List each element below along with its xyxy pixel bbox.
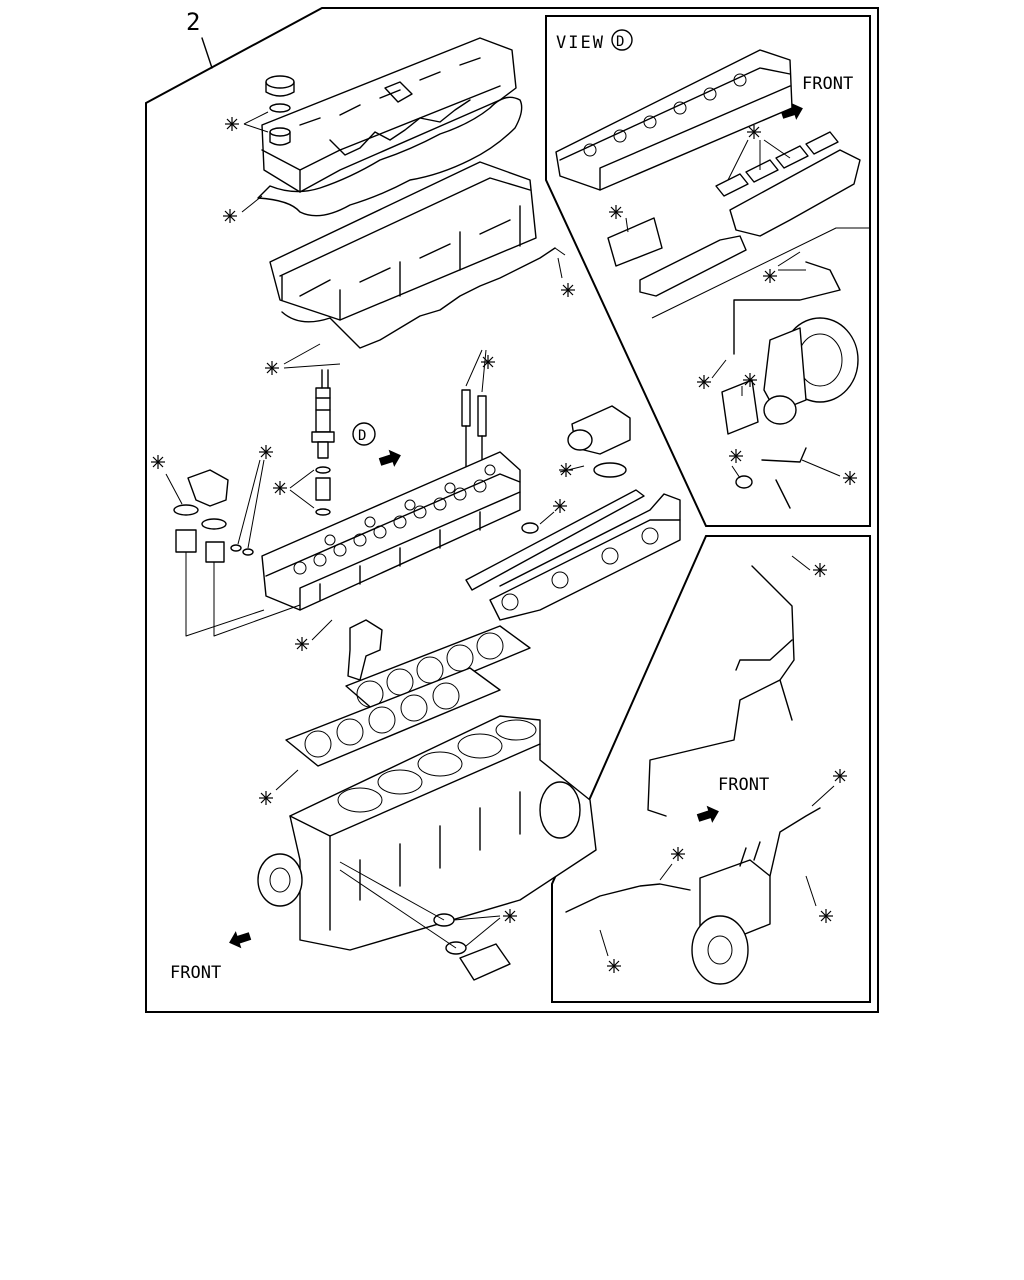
oil-filler-cap xyxy=(265,75,295,146)
water-outlet xyxy=(347,619,383,681)
turbocharger xyxy=(721,317,859,435)
detail-marker-circle xyxy=(352,422,376,446)
glow-plug-studs xyxy=(461,389,487,471)
turbo-oil-return-pipe xyxy=(761,447,807,509)
detail-arrow xyxy=(377,446,404,471)
head-cover xyxy=(261,37,517,193)
detail-marker-letter: D xyxy=(358,428,366,444)
cylinder-head xyxy=(261,451,521,611)
seal-ring xyxy=(521,522,539,534)
pump-pipe-right xyxy=(769,807,821,877)
turbo-oil-feed-pipe xyxy=(733,261,841,355)
pump-pipe-left xyxy=(565,883,691,913)
item-number: 2 xyxy=(186,8,200,36)
egr-valve xyxy=(567,405,631,478)
injection-pipe-branch xyxy=(735,639,793,721)
exhaust-manifold xyxy=(607,149,861,297)
front-arrow-pump xyxy=(695,802,722,827)
turbo-gasket xyxy=(735,475,753,489)
head-gasket-lower xyxy=(285,667,501,767)
thermostat-parts xyxy=(173,469,301,637)
injection-pipe-long xyxy=(647,565,795,817)
view-letter: D xyxy=(616,34,624,50)
leader-lines xyxy=(165,111,841,957)
view-d-cylinder-head xyxy=(555,49,793,191)
exhaust-manifold-gaskets xyxy=(715,131,839,197)
head-gasket-upper xyxy=(345,625,531,713)
turbo-subframe xyxy=(651,227,870,319)
cylinder-block xyxy=(289,715,597,951)
injector-leak-pipe xyxy=(281,247,556,349)
view-letter-circle xyxy=(611,29,633,51)
supply-pump xyxy=(691,841,771,985)
view-label: VIEW xyxy=(556,33,605,53)
front-label-main: FRONT xyxy=(170,963,221,983)
injector xyxy=(311,369,335,516)
front-label-pump: FRONT xyxy=(718,775,769,795)
crank-pulley xyxy=(257,853,303,907)
view-d-frame xyxy=(545,15,871,527)
head-cover-gasket xyxy=(257,96,523,217)
front-arrow-main xyxy=(226,927,253,952)
front-label-view-d: FRONT xyxy=(802,74,853,94)
intake-gasket xyxy=(465,489,645,591)
oil-cooler-parts xyxy=(339,861,511,981)
outer-frame xyxy=(145,7,879,1013)
intake-manifold xyxy=(489,493,681,621)
cam-carrier xyxy=(269,161,537,321)
